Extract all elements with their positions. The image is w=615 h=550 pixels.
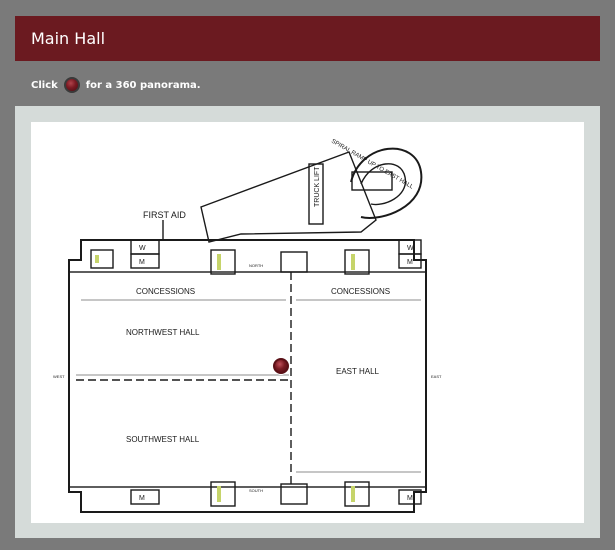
floor-plan-map: FIRST AID TRUCK LIFT SPIRAL RAMP UP TO E…	[31, 122, 584, 523]
label-west: WEST	[53, 374, 65, 379]
restroom-m-ne	[398, 253, 422, 269]
hall-outer-wall	[68, 239, 427, 513]
ramp-core-box	[351, 171, 393, 191]
stair-s-1-fill	[217, 486, 221, 502]
label-south: SOUTH	[249, 488, 263, 493]
upper-wing-outline	[200, 151, 377, 243]
label-w-nw: W	[139, 245, 146, 252]
label-southwest-hall: SOUTHWEST HALL	[126, 435, 200, 444]
floor-plan-drawing: FIRST AID TRUCK LIFT SPIRAL RAMP UP TO E…	[53, 139, 442, 513]
restroom-m-se	[398, 489, 422, 505]
label-north: NORTH	[249, 263, 263, 268]
label-m-ne: M	[407, 259, 413, 266]
hint-suffix: for a 360 panorama.	[85, 79, 201, 91]
stair-s-1	[210, 481, 236, 507]
label-east-hall: EAST HALL	[336, 367, 380, 376]
stair-nw	[90, 249, 114, 269]
label-northwest-hall: NORTHWEST HALL	[126, 328, 200, 337]
stair-s-2	[280, 483, 308, 505]
label-east: EAST	[431, 374, 442, 379]
page-title: Main Hall	[15, 16, 600, 61]
stair-n-1-fill	[217, 254, 221, 270]
panorama-hotspot-button[interactable]	[273, 358, 289, 374]
restroom-m-sw	[130, 489, 160, 505]
label-truck-lift: TRUCK LIFT	[314, 166, 321, 207]
panorama-hint: Click for a 360 panorama.	[31, 74, 201, 96]
label-m-sw: M	[139, 495, 145, 502]
label-first-aid: FIRST AID	[143, 210, 186, 220]
stair-n-2	[280, 251, 308, 273]
label-concessions-right: CONCESSIONS	[331, 287, 390, 296]
label-m-se: M	[407, 495, 413, 502]
label-w-ne: W	[407, 245, 414, 252]
stair-s-3	[344, 481, 370, 507]
stair-nw-fill	[95, 255, 99, 263]
stair-n-3-fill	[351, 254, 355, 270]
stair-s-3-fill	[351, 486, 355, 502]
label-spiral-ramp: SPIRAL RAMP UP TO EAST HALL	[330, 139, 415, 191]
spiral-ramp-outer	[350, 147, 423, 219]
hall-inner-wall	[68, 271, 427, 488]
restroom-m-nw	[130, 253, 160, 269]
label-m-nw: M	[139, 259, 145, 266]
stair-n-3	[344, 249, 370, 275]
truck-lift-box	[308, 163, 324, 225]
label-concessions-left: CONCESSIONS	[136, 287, 195, 296]
spiral-ramp-inner	[360, 163, 406, 206]
stair-n-1	[210, 249, 236, 275]
hint-prefix: Click	[31, 79, 58, 91]
panorama-dot-icon	[63, 77, 80, 93]
